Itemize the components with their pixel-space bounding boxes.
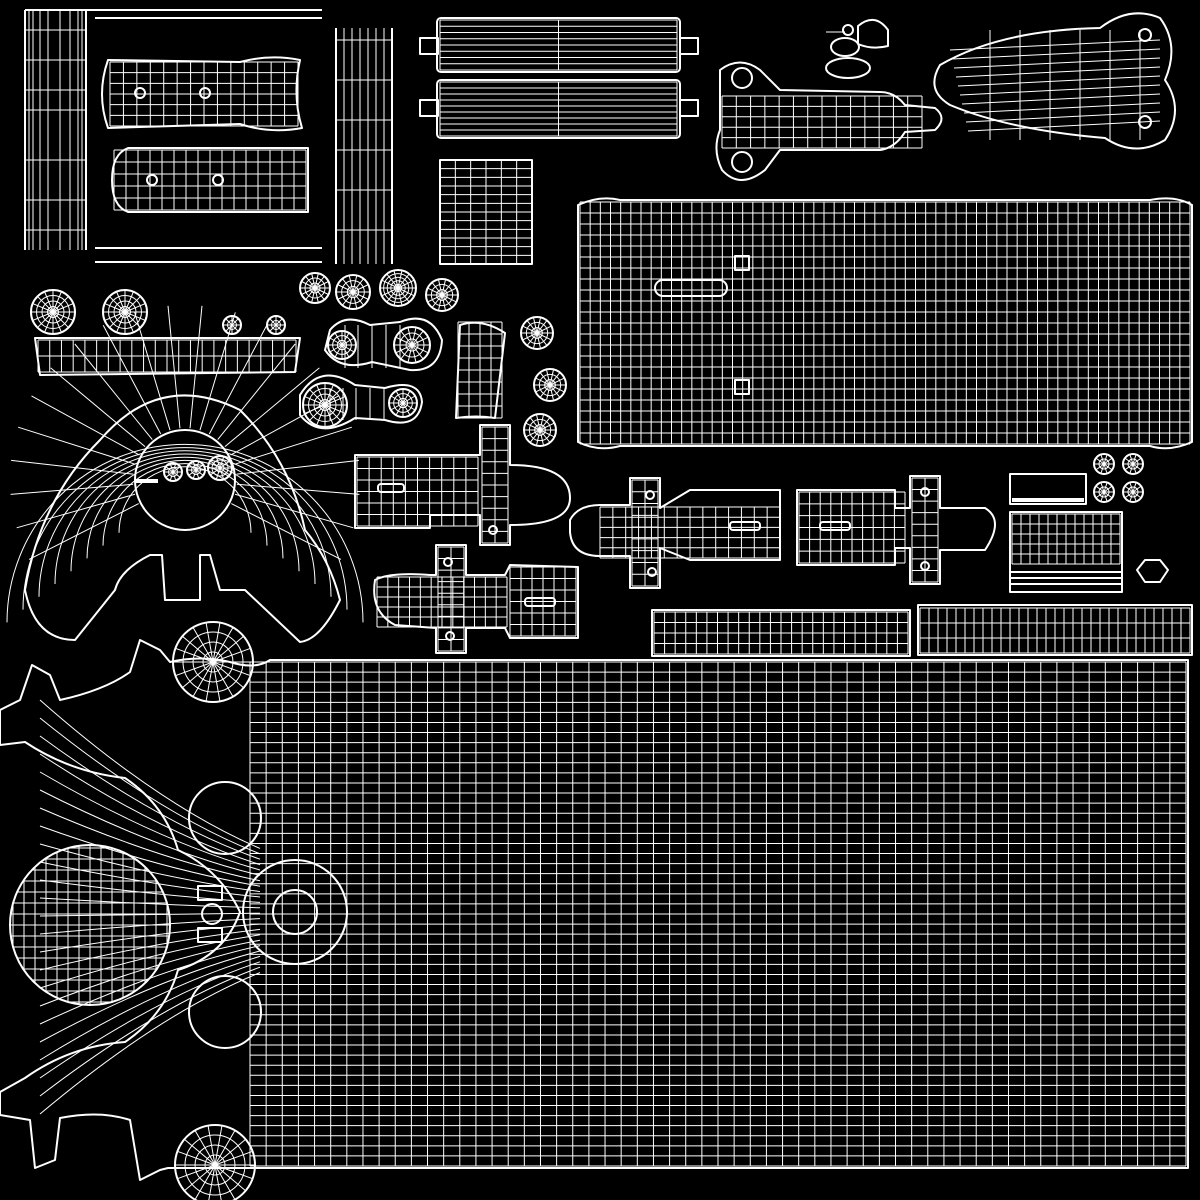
grip-panel-lower	[111, 147, 309, 213]
trigger-guard	[6, 305, 364, 643]
cylinder-strip-1	[419, 17, 699, 73]
curved-strip	[455, 321, 506, 419]
barrel-frame	[0, 639, 1189, 1181]
small-parts-top	[825, 19, 889, 79]
small-grid-square	[439, 159, 533, 265]
top-frame-island	[24, 9, 393, 264]
plug-parts	[354, 424, 996, 654]
rail-strips	[651, 604, 1193, 657]
rail-strip-left	[34, 337, 301, 376]
small-box-group	[1009, 473, 1169, 593]
link-pieces	[299, 317, 443, 430]
cylinder-strip-2	[419, 79, 699, 139]
bottle-shape	[933, 12, 1176, 150]
grip-panel-upper	[101, 56, 303, 132]
hammer-lever	[715, 61, 943, 181]
slide-panel	[577, 197, 1193, 450]
round-disc-large	[9, 844, 171, 1006]
